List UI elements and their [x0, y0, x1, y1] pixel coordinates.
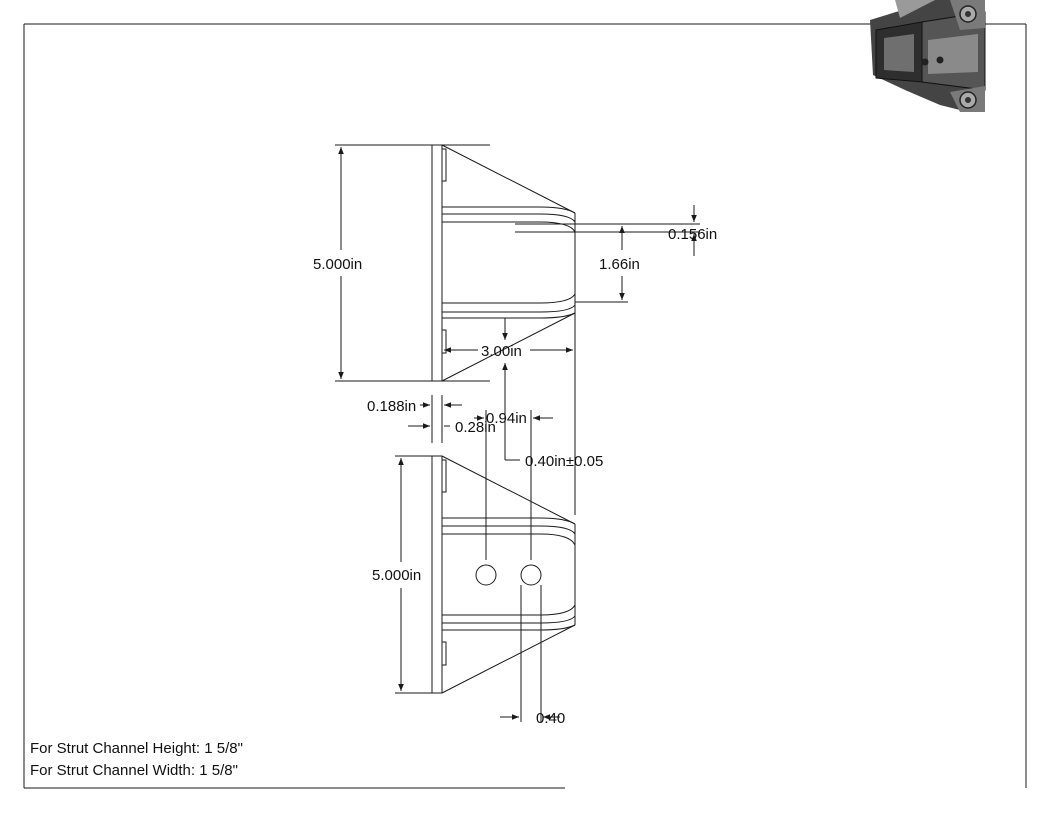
dim-plate-thickness: 0.188in — [367, 398, 416, 415]
bottom-view — [395, 455, 576, 722]
mounting-hole-1 — [475, 564, 497, 586]
note-strut-width: For Strut Channel Width: 1 5/8" — [30, 762, 238, 779]
top-view — [335, 144, 700, 515]
dim-hole-diameter: 0.40 — [536, 710, 565, 727]
note-strut-height: For Strut Channel Height: 1 5/8" — [30, 740, 243, 757]
dim-hole-offset: 0.28in — [455, 419, 496, 436]
dim-base-width: 3.00in — [481, 343, 522, 360]
dim-slot-offset: 0.156in — [668, 226, 717, 243]
dimension-labels: 5.000in 0.156in 1.66in 3.00in 0.188in 0.… — [313, 226, 717, 727]
sheet-border — [23, 23, 1027, 789]
dim-slot-height: 1.66in — [599, 256, 640, 273]
dim-slot-width-tol: 0.40in±0.05 — [525, 453, 603, 470]
dim-top-height: 5.000in — [313, 256, 362, 273]
dim-bottom-height: 5.000in — [372, 567, 421, 584]
isometric-thumbnail — [870, 0, 986, 112]
mounting-hole-2 — [520, 564, 542, 586]
dim-hole-spacing: 0.94in — [486, 410, 527, 427]
small-dimensions — [408, 395, 553, 560]
